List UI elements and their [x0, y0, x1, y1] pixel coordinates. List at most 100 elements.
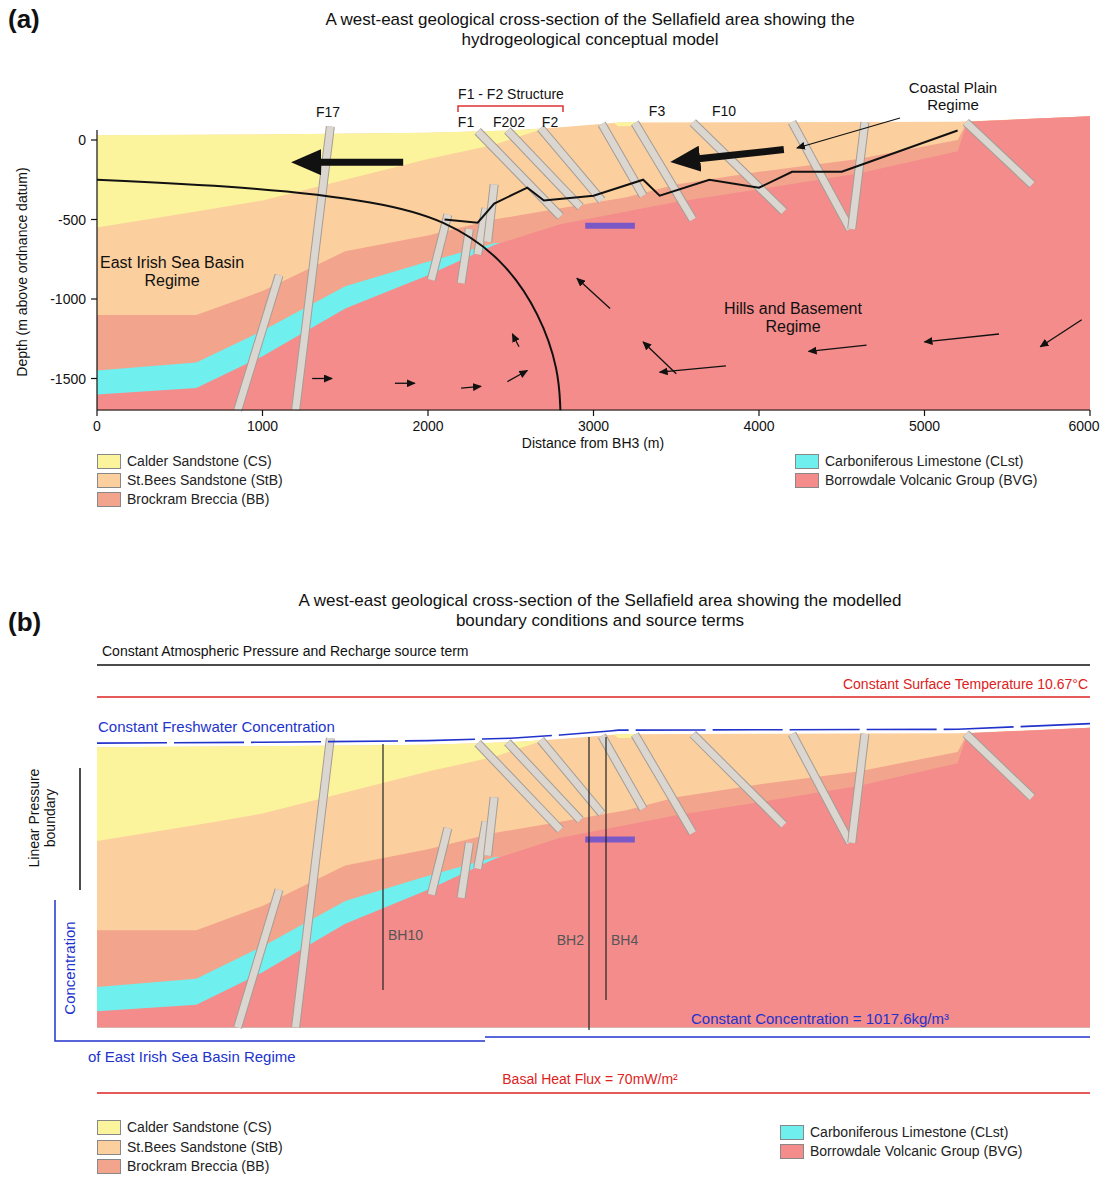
legend-entry: Borrowdale Volcanic Group (BVG) [780, 1143, 1022, 1159]
fault-outline [296, 126, 331, 410]
structure-bracket [458, 106, 563, 112]
legend-entry: Calder Sandstone (CS) [97, 1119, 272, 1135]
fault-outline [541, 128, 602, 200]
fault-zone [431, 828, 448, 894]
fault-zone [852, 734, 865, 843]
legend-swatch [97, 492, 121, 507]
legend-entry: Calder Sandstone (CS) [97, 453, 272, 469]
boundary-condition: Constant Concentration = 1017.6kg/m³ [691, 1010, 949, 1027]
flow-arrow-small [312, 378, 332, 379]
fault-outline [238, 890, 279, 1028]
legend-text: Borrowdale Volcanic Group (BVG) [825, 472, 1037, 488]
boundary-condition: Basal Heat Flux = 70mW/m² [502, 1071, 677, 1087]
legend-swatch [97, 1159, 121, 1174]
fault-outline [488, 797, 495, 855]
pressure-boundary [97, 664, 1090, 666]
legend-entry: Brockram Breccia (BB) [97, 491, 269, 507]
section-b [97, 724, 1090, 1030]
x-tick [758, 410, 759, 416]
legend-swatch [97, 1140, 121, 1155]
repository-zone [585, 836, 635, 842]
legend-entry: St.Bees Sandstone (StB) [97, 472, 283, 488]
legend-swatch [97, 473, 121, 488]
fault-outline [296, 738, 331, 1027]
fault-zone [635, 735, 693, 833]
regime-boundary [445, 130, 958, 222]
fault-zone [966, 734, 1032, 798]
fault-zone [693, 123, 784, 212]
fault-zone [693, 734, 784, 825]
heat-flux-line [97, 1092, 1090, 1094]
y-tick [91, 139, 97, 140]
borehole-name: BH10 [388, 927, 423, 943]
x-tick [924, 410, 925, 416]
borehole [605, 737, 606, 1000]
boundary-condition: Constant Freshwater Concentration [98, 718, 335, 735]
legend-swatch [795, 454, 819, 469]
fault-name: F2 [542, 114, 558, 130]
fault-outline [635, 735, 693, 833]
fault-zone [792, 122, 850, 229]
legend-text: Borrowdale Volcanic Group (BVG) [810, 1143, 1022, 1159]
fault-zone [966, 122, 1032, 184]
fault-name: F1 [458, 114, 474, 130]
legend-text: Carboniferous Limestone (CLst) [825, 453, 1023, 469]
panel-letter: (a) [8, 5, 40, 35]
legend-text: Carboniferous Limestone (CLst) [810, 1124, 1008, 1140]
axis-tick: 6000 [1068, 418, 1099, 434]
fault-name: F17 [316, 104, 340, 120]
regime-name: Hills and Basement Regime [718, 300, 868, 337]
flow-arrow-small [512, 334, 519, 347]
borehole [588, 737, 589, 1030]
axes-a [91, 130, 1090, 416]
y-axis [96, 130, 97, 410]
flow-arrow-small [395, 383, 415, 384]
axis-tick: 5000 [909, 418, 940, 434]
fault-zone [635, 123, 693, 220]
fault-zone [238, 275, 279, 410]
boundary-condition: Constant Atmospheric Pressure and Rechar… [102, 643, 469, 659]
regime-name: East Irish Sea Basin Regime [97, 254, 247, 291]
fault-zone [238, 890, 279, 1028]
legend-entry: Carboniferous Limestone (CLst) [795, 453, 1023, 469]
brockram-breccia [97, 116, 1090, 410]
axis-tick: 3000 [578, 418, 609, 434]
flow-arrow-small [925, 334, 999, 342]
boundary-condition: Constant Surface Temperature 10.67°C [843, 676, 1088, 692]
boundary-condition: of East Irish Sea Basin Regime [88, 1048, 296, 1065]
structure-name: F1 - F2 Structure [458, 86, 564, 102]
fault-outline [792, 122, 850, 229]
fault-outline [635, 123, 693, 220]
axis-title: Distance from BH3 (m) [522, 435, 664, 451]
repository-zone [585, 223, 635, 229]
flow-arrow-small [507, 371, 527, 382]
axis-tick: -1000 [50, 291, 86, 307]
basin-concentration-line [55, 900, 485, 1041]
constant-concentration-line [485, 1036, 1090, 1038]
st-bees-sandstone [97, 116, 1090, 410]
legend-text: St.Bees Sandstone (StB) [127, 1139, 283, 1155]
fault-name: F202 [493, 114, 525, 130]
legend-entry: Carboniferous Limestone (CLst) [780, 1124, 1008, 1140]
fault-zone [296, 126, 331, 410]
axis-tick: -500 [58, 211, 86, 227]
fault-outline [792, 734, 850, 843]
section-a [97, 116, 1090, 410]
borrowdale-volcanic [97, 728, 1090, 1028]
axis-tick: 2000 [412, 418, 443, 434]
legend-entry: Borrowdale Volcanic Group (BVG) [795, 472, 1037, 488]
flow-arrow-small [577, 278, 610, 308]
legend-swatch [795, 473, 819, 488]
panel-heading: A west-east geological cross-section of … [310, 10, 870, 49]
borehole-name: BH2 [557, 932, 584, 948]
borehole-name: BH4 [611, 932, 638, 948]
fault-outline [541, 740, 602, 814]
temperature-boundary [97, 696, 1090, 698]
fault-zone [488, 797, 495, 855]
axis-tick: 1000 [247, 418, 278, 434]
fault-outline [852, 734, 865, 843]
flow-arrow-small [809, 345, 867, 351]
fault-outline [693, 123, 784, 212]
saline-interface [97, 180, 560, 411]
linear-pressure-line [79, 768, 81, 890]
